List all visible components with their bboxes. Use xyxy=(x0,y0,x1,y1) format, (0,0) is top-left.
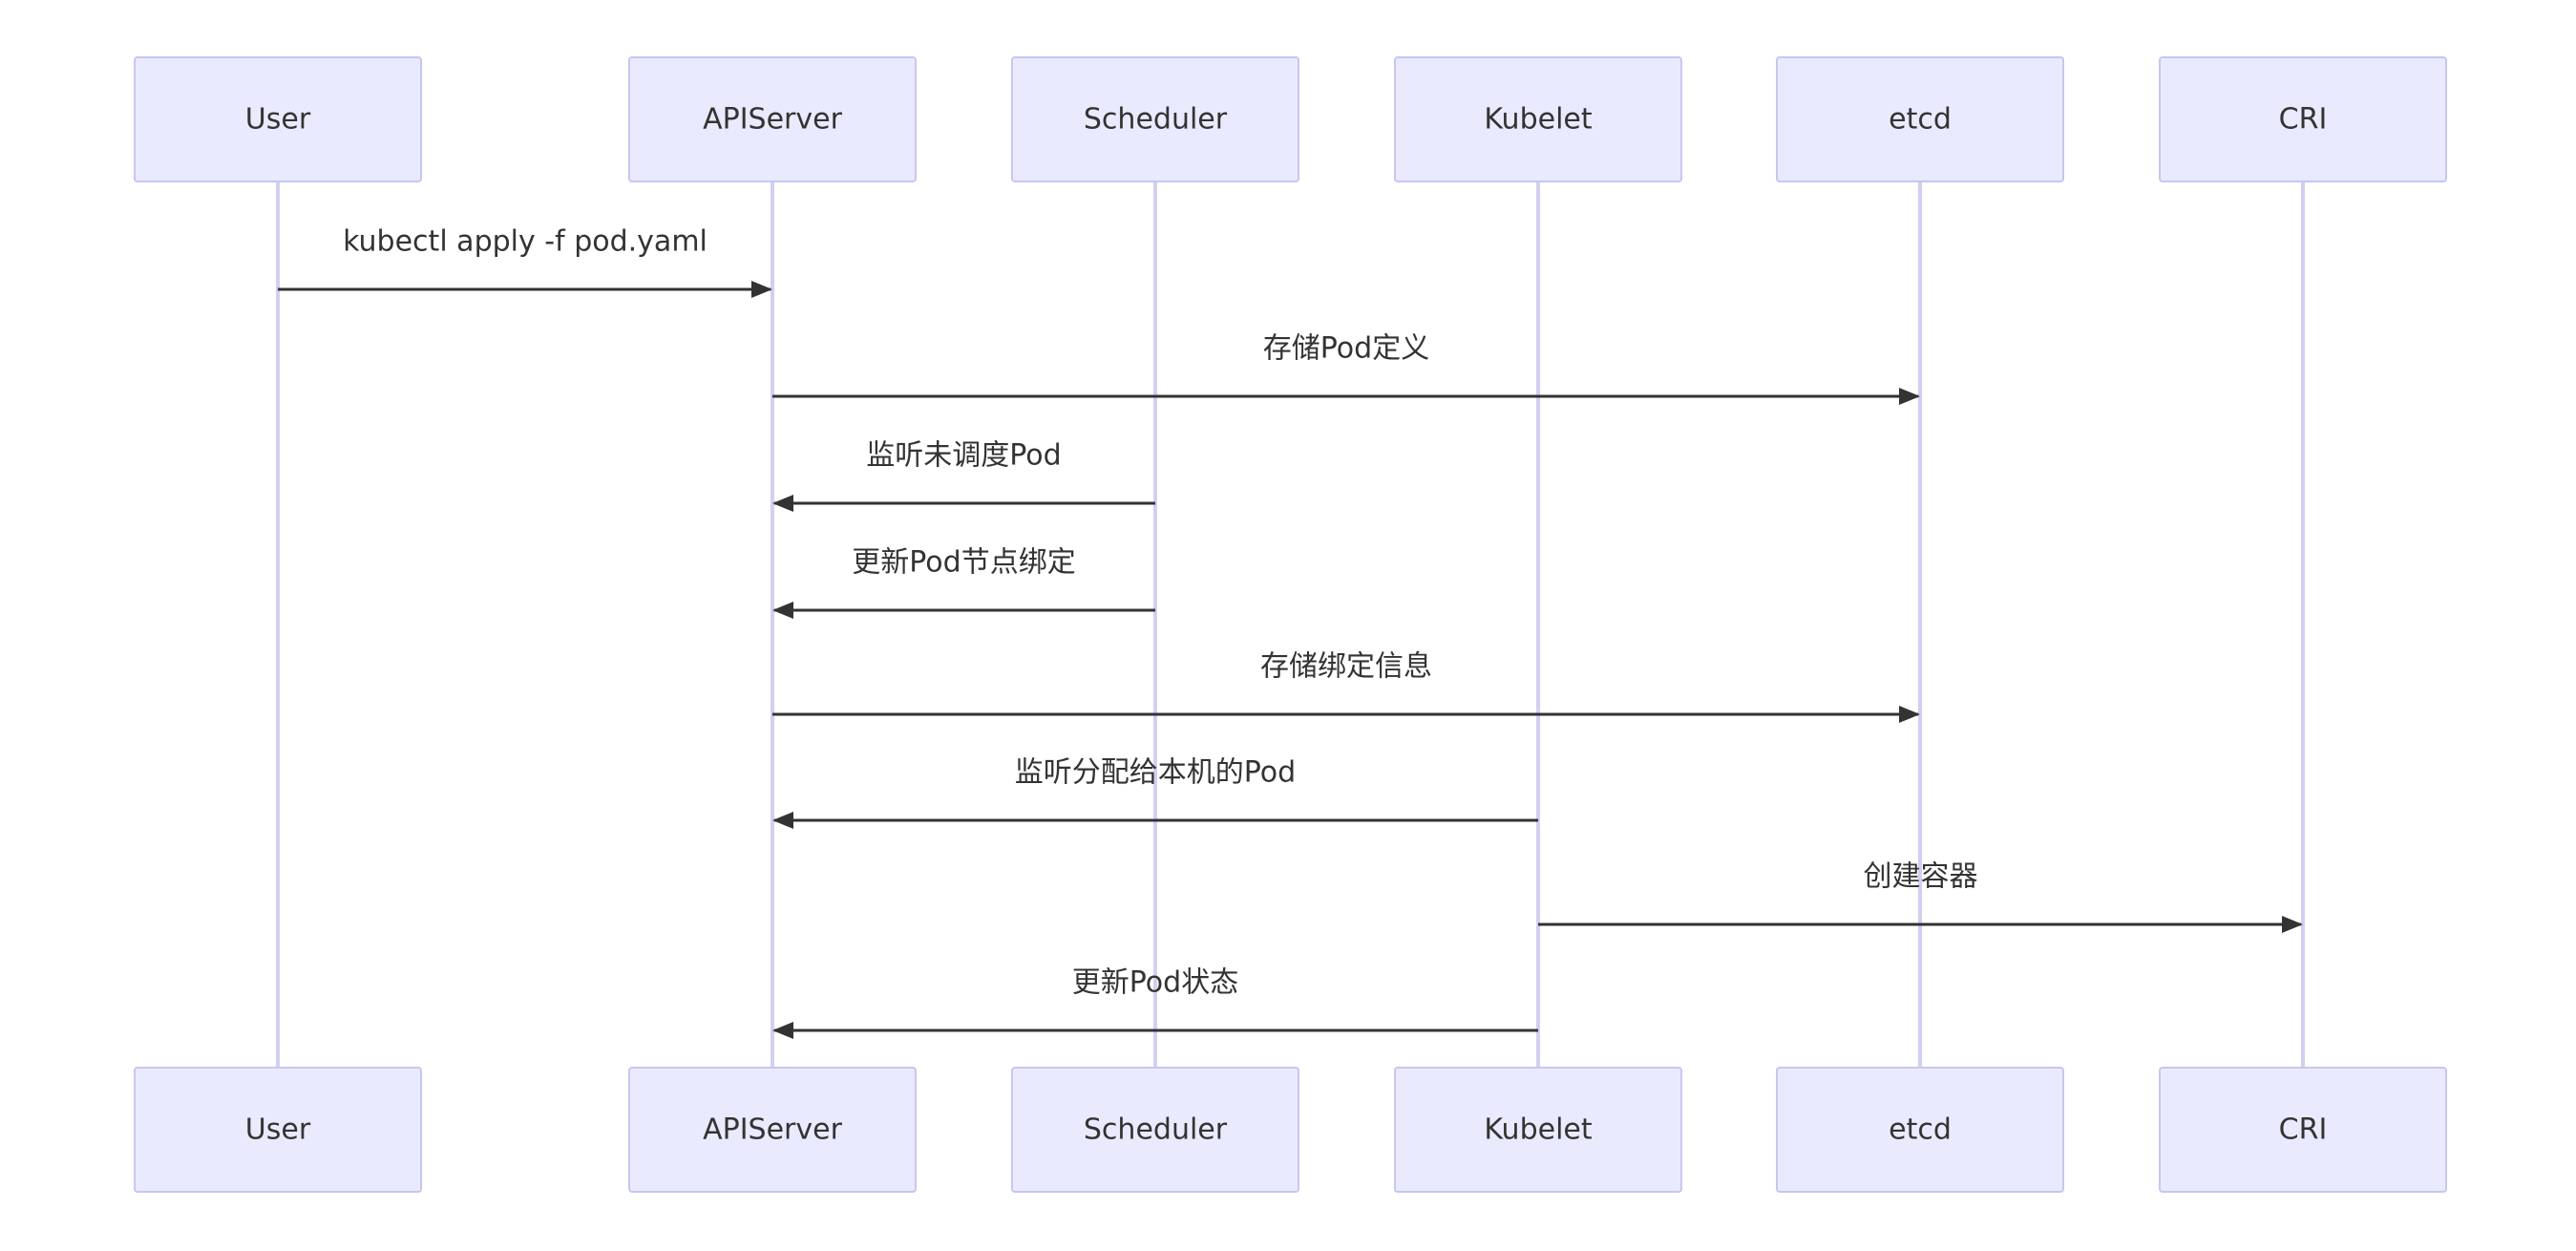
actor-box xyxy=(134,1067,422,1193)
message-label: 监听未调度Pod xyxy=(866,439,1061,473)
actor-label: CRI xyxy=(2279,1113,2328,1147)
actor-kubelet-bottom: Kubelet xyxy=(1394,1067,1682,1193)
message-label: 更新Pod状态 xyxy=(1072,966,1238,1000)
message-6: 监听分配给本机的Pod xyxy=(772,756,1538,829)
actor-label: etcd xyxy=(1889,103,1952,137)
message-4: 更新Pod节点绑定 xyxy=(772,546,1155,619)
actor-etcd-bottom: etcd xyxy=(1776,1067,2064,1193)
message-label: 存储Pod定义 xyxy=(1263,332,1429,366)
message-2: 存储Pod定义 xyxy=(772,332,1920,405)
actor-label: Kubelet xyxy=(1484,103,1592,137)
lifelines-layer xyxy=(276,181,2305,1068)
actor-etcd-top: etcd xyxy=(1776,56,2064,182)
message-8: 更新Pod状态 xyxy=(772,966,1538,1039)
message-label: 监听分配给本机的Pod xyxy=(1015,756,1296,790)
actor-box xyxy=(628,1067,917,1193)
actor-user-top: User xyxy=(134,56,422,182)
actor-label: Scheduler xyxy=(1084,1113,1228,1147)
message-label: 存储绑定信息 xyxy=(1260,650,1432,684)
message-7: 创建容器 xyxy=(1538,860,2303,933)
actor-box xyxy=(1011,56,1299,182)
actor-box xyxy=(1011,1067,1299,1193)
actor-apiserver-top: APIServer xyxy=(628,56,917,182)
actor-label: CRI xyxy=(2279,103,2328,137)
message-1: kubectl apply -f pod.yaml xyxy=(278,225,772,298)
actor-box xyxy=(1776,56,2064,182)
actor-user-bottom: User xyxy=(134,1067,422,1193)
actor-box xyxy=(2159,56,2447,182)
actor-label: Kubelet xyxy=(1484,1113,1592,1147)
actor-box xyxy=(2159,1067,2447,1193)
actor-label: User xyxy=(245,1113,311,1147)
actor-scheduler-bottom: Scheduler xyxy=(1011,1067,1299,1193)
actor-apiserver-bottom: APIServer xyxy=(628,1067,917,1193)
messages-layer: kubectl apply -f pod.yaml 存储Pod定义监听未调度Pod… xyxy=(278,225,2303,1039)
actor-box xyxy=(1776,1067,2064,1193)
actor-cri-bottom: CRI xyxy=(2159,1067,2447,1193)
message-3: 监听未调度Pod xyxy=(772,439,1155,512)
actor-cri-top: CRI xyxy=(2159,56,2447,182)
actor-label: etcd xyxy=(1889,1113,1952,1147)
actor-label: Scheduler xyxy=(1084,103,1228,137)
actor-box xyxy=(1394,56,1682,182)
message-label: 更新Pod节点绑定 xyxy=(852,546,1075,580)
message-label: 创建容器 xyxy=(1864,860,1978,894)
actor-scheduler-top: Scheduler xyxy=(1011,56,1299,182)
actor-box xyxy=(134,56,422,182)
message-5: 存储绑定信息 xyxy=(772,650,1920,723)
actor-kubelet-top: Kubelet xyxy=(1394,56,1682,182)
actor-box xyxy=(1394,1067,1682,1193)
message-label: kubectl apply -f pod.yaml xyxy=(343,225,707,259)
actor-label: APIServer xyxy=(703,103,843,137)
actor-label: APIServer xyxy=(703,1113,843,1147)
actor-label: User xyxy=(245,103,311,137)
actor-box xyxy=(628,56,917,182)
actors-layer: UserUserAPIServerAPIServerSchedulerSched… xyxy=(134,56,2447,1193)
